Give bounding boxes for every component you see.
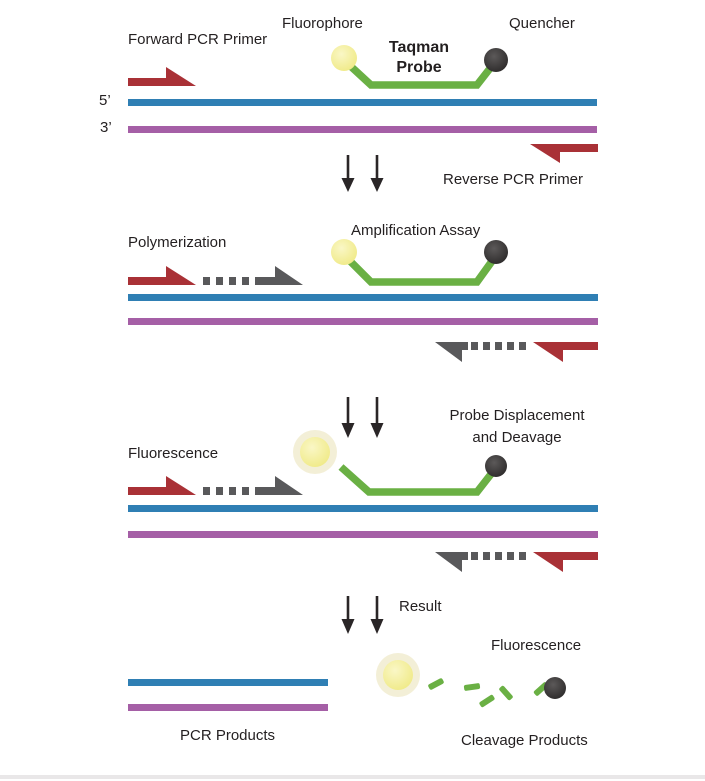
template-strand-5prime xyxy=(128,505,598,512)
probe-fragment xyxy=(428,678,444,690)
probe-displacement-label: Probe Displacement and Deavage xyxy=(437,405,597,449)
quencher-ball xyxy=(484,240,508,264)
fluorophore-ball xyxy=(331,45,357,71)
fluorophore-label: Fluorophore xyxy=(282,15,363,32)
step-down-arrows-3 xyxy=(341,596,384,634)
panel-polymerization-shapes xyxy=(128,239,598,362)
polymerase-extension-arrow xyxy=(203,476,303,495)
forward-primer-arrow xyxy=(128,476,196,495)
probe-fragments xyxy=(428,678,549,708)
pcr-product-strand-bottom xyxy=(128,704,328,711)
template-strand-5prime xyxy=(128,294,598,301)
reverse-primer-arrow xyxy=(533,342,598,362)
cleavage-products-label: Cleavage Products xyxy=(461,732,588,749)
pcr-product-strand-top xyxy=(128,679,328,686)
bottom-divider xyxy=(0,775,705,779)
template-strand-3prime xyxy=(128,126,597,133)
quencher-ball xyxy=(485,455,507,477)
probe-displacement-label-line2: and Deavage xyxy=(472,429,562,446)
forward-primer-arrow xyxy=(128,67,196,86)
reverse-primer-arrow xyxy=(530,144,598,163)
panel-hybridization-shapes xyxy=(128,45,598,163)
template-strand-5prime xyxy=(128,99,597,106)
result-fluorescence-label: Fluorescence xyxy=(491,637,582,654)
probe-displacement-label-line1: Probe Displacement xyxy=(449,407,585,424)
reverse-extension-arrow xyxy=(435,342,526,362)
panel-result-shapes xyxy=(128,653,566,711)
down-arrow-icon xyxy=(370,619,384,634)
quencher-ball xyxy=(484,48,508,72)
down-arrow-icon xyxy=(370,423,384,438)
reverse-primer-arrow xyxy=(533,552,598,572)
displaced-probe-strand xyxy=(338,464,498,496)
five-prime-label: 5’ xyxy=(99,92,111,109)
amplification-assay-label: Amplification Assay xyxy=(351,222,481,239)
quencher-ball xyxy=(544,677,566,699)
taqman-probe-label-line2: Probe xyxy=(396,59,442,76)
result-label: Result xyxy=(399,598,442,615)
down-arrow-icon xyxy=(341,423,355,438)
polymerization-label: Polymerization xyxy=(128,234,227,251)
forward-primer-arrow xyxy=(128,266,196,285)
forward-primer-label: Forward PCR Primer xyxy=(128,31,268,48)
down-arrow-icon xyxy=(370,178,384,192)
probe-fragment xyxy=(463,683,481,691)
step-down-arrows-1 xyxy=(341,155,384,192)
taqman-probe-strand xyxy=(342,58,498,89)
step-down-arrows-2 xyxy=(341,397,384,438)
released-fluorophore-ball xyxy=(383,660,413,690)
taqman-probe-label-line1: Taqman xyxy=(388,39,450,56)
fluorescence-step-label: Fluorescence xyxy=(128,445,219,462)
template-strand-3prime xyxy=(128,318,598,325)
down-arrow-icon xyxy=(341,178,355,192)
pcr-products-label: PCR Products xyxy=(180,727,276,744)
taqman-probe-strand xyxy=(342,253,499,286)
reverse-extension-arrow xyxy=(435,552,526,572)
panel-cleavage-shapes xyxy=(128,430,598,572)
polymerase-extension-arrow xyxy=(203,266,303,285)
quencher-label: Quencher xyxy=(509,15,575,32)
reverse-primer-label: Reverse PCR Primer xyxy=(443,171,584,188)
three-prime-label: 3’ xyxy=(100,119,112,136)
fluorophore-ball xyxy=(331,239,357,265)
probe-fragment xyxy=(479,694,495,708)
released-fluorophore-ball xyxy=(300,437,330,467)
probe-fragment xyxy=(499,685,513,701)
template-strand-3prime xyxy=(128,531,598,538)
down-arrow-icon xyxy=(341,619,355,634)
taqman-probe-label: Taqman Probe xyxy=(379,38,459,78)
